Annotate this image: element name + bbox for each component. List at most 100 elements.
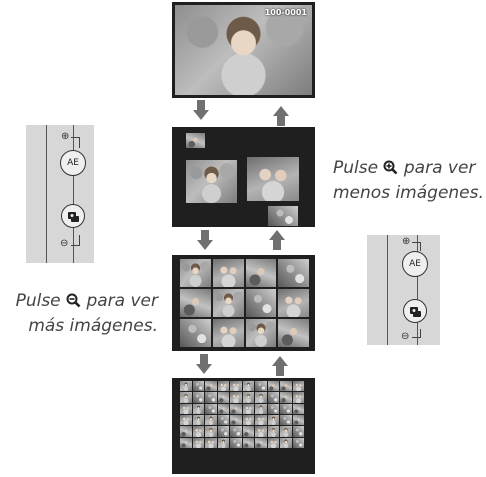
grid-thumbnail bbox=[278, 319, 309, 347]
grid-thumbnail bbox=[193, 438, 205, 448]
grid-thumbnail bbox=[246, 289, 277, 317]
grid-thumbnail bbox=[230, 415, 242, 425]
up-arrow-icon bbox=[273, 106, 289, 126]
grid-thumbnail bbox=[213, 259, 244, 287]
grid-thumbnail bbox=[268, 381, 280, 391]
grid-thumbnail bbox=[218, 381, 230, 391]
ae-button: AE bbox=[60, 150, 86, 176]
grid-thumbnail bbox=[180, 319, 211, 347]
grid-thumbnail bbox=[280, 426, 292, 436]
grid-thumbnail bbox=[293, 415, 305, 425]
grid-thumbnail bbox=[255, 438, 267, 448]
ae-button: AE bbox=[402, 251, 428, 277]
grid-thumbnail bbox=[243, 438, 255, 448]
grid-thumbnail bbox=[268, 415, 280, 425]
grid-thumbnail bbox=[230, 381, 242, 391]
grid-thumbnail bbox=[180, 392, 192, 402]
caption-line2: menos imágenes. bbox=[333, 182, 485, 205]
caption-prefix: Pulse bbox=[333, 158, 378, 178]
grid-thumbnail bbox=[280, 415, 292, 425]
grid-thumbnail bbox=[218, 438, 230, 448]
grid-thumbnail bbox=[205, 426, 217, 436]
zoom-out-caption: Pulse para ver más imágenes. bbox=[4, 290, 158, 338]
grid-thumbnail bbox=[193, 381, 205, 391]
grid-thumbnail bbox=[230, 426, 242, 436]
caption-suffix: para ver bbox=[404, 158, 476, 178]
grid-thumbnail bbox=[193, 404, 205, 414]
grid-thumbnail bbox=[243, 381, 255, 391]
camera-button-panel-left: ⊕ AE ⊖ bbox=[26, 125, 94, 263]
caption-prefix: Pulse bbox=[16, 291, 61, 311]
zoom-out-magnifier-icon bbox=[66, 292, 81, 315]
camera-button-panel-right: ⊕ AE ⊖ bbox=[367, 235, 440, 345]
grid-thumbnail bbox=[205, 404, 217, 414]
grid-thumbnail bbox=[180, 426, 192, 436]
up-arrow-icon bbox=[272, 356, 288, 376]
grid-thumbnail bbox=[193, 426, 205, 436]
grid-thumbnail bbox=[180, 259, 211, 287]
grid-thumbnail bbox=[230, 438, 242, 448]
zoom-out-icon: ⊖ bbox=[401, 332, 409, 342]
caption-line2: más imágenes. bbox=[4, 315, 158, 338]
grid-thumbnail bbox=[218, 392, 230, 402]
down-arrow-icon bbox=[193, 100, 209, 120]
grid-thumbnail bbox=[218, 426, 230, 436]
grid-thumbnail bbox=[280, 392, 292, 402]
grid-thumbnail bbox=[255, 392, 267, 402]
grid-thumbnail bbox=[243, 415, 255, 425]
grid-thumbnail bbox=[230, 404, 242, 414]
grid-thumbnail bbox=[243, 392, 255, 402]
grid-thumbnail bbox=[213, 289, 244, 317]
grid-thumbnail bbox=[205, 415, 217, 425]
grid-thumbnail bbox=[293, 438, 305, 448]
grid-thumbnail bbox=[193, 415, 205, 425]
grid-thumbnail bbox=[180, 289, 211, 317]
grid-thumbnail bbox=[243, 404, 255, 414]
up-arrow-icon bbox=[269, 230, 285, 250]
down-arrow-icon bbox=[196, 354, 212, 374]
grid-thumbnail bbox=[293, 392, 305, 402]
grid-thumbnail bbox=[180, 381, 192, 391]
caption-suffix: para ver bbox=[86, 291, 158, 311]
zoom-out-icon: ⊖ bbox=[60, 239, 68, 249]
zoom-in-icon: ⊕ bbox=[402, 237, 410, 247]
portrait-photo bbox=[175, 5, 312, 95]
grid-thumbnail bbox=[255, 404, 267, 414]
grid-thumbnail bbox=[246, 259, 277, 287]
grid-thumbnail bbox=[278, 259, 309, 287]
grid-thumbnail bbox=[293, 404, 305, 414]
zoom-in-icon: ⊕ bbox=[61, 132, 69, 142]
down-arrow-icon bbox=[197, 230, 213, 250]
grid-thumbnail bbox=[255, 426, 267, 436]
grid-thumbnail bbox=[268, 426, 280, 436]
grid-thumbnail bbox=[213, 319, 244, 347]
grid-thumbnail bbox=[218, 415, 230, 425]
grid-thumbnail bbox=[230, 392, 242, 402]
grid-thumbnail bbox=[280, 438, 292, 448]
grid-thumbnail bbox=[180, 438, 192, 448]
grid-thumbnail bbox=[193, 392, 205, 402]
grid-thumbnail bbox=[255, 381, 267, 391]
frame-right bbox=[247, 157, 299, 201]
grid-thumbnail bbox=[205, 381, 217, 391]
grid-thumbnail bbox=[268, 392, 280, 402]
playback-button-icon bbox=[403, 299, 427, 323]
grid-thumbnail bbox=[268, 438, 280, 448]
mini-thumbnail bbox=[186, 133, 205, 148]
zoom-in-caption: Pulse para ver menos imágenes. bbox=[333, 157, 485, 205]
hundred-frame-screen bbox=[172, 378, 315, 474]
playback-button-icon bbox=[61, 204, 85, 228]
frame-left bbox=[186, 160, 237, 203]
frame-number: 100-0001 bbox=[265, 8, 307, 17]
grid-thumbnail bbox=[255, 415, 267, 425]
grid-thumbnail bbox=[218, 404, 230, 414]
zoom-in-magnifier-icon bbox=[383, 159, 398, 182]
single-frame-screen: 100-0001 bbox=[172, 2, 315, 98]
grid-thumbnail bbox=[205, 438, 217, 448]
grid-thumbnail bbox=[246, 319, 277, 347]
grid-thumbnail bbox=[243, 426, 255, 436]
two-frame-screen bbox=[172, 127, 315, 227]
nine-frame-screen bbox=[172, 255, 315, 351]
grid-thumbnail bbox=[268, 404, 280, 414]
grid-thumbnail bbox=[180, 415, 192, 425]
